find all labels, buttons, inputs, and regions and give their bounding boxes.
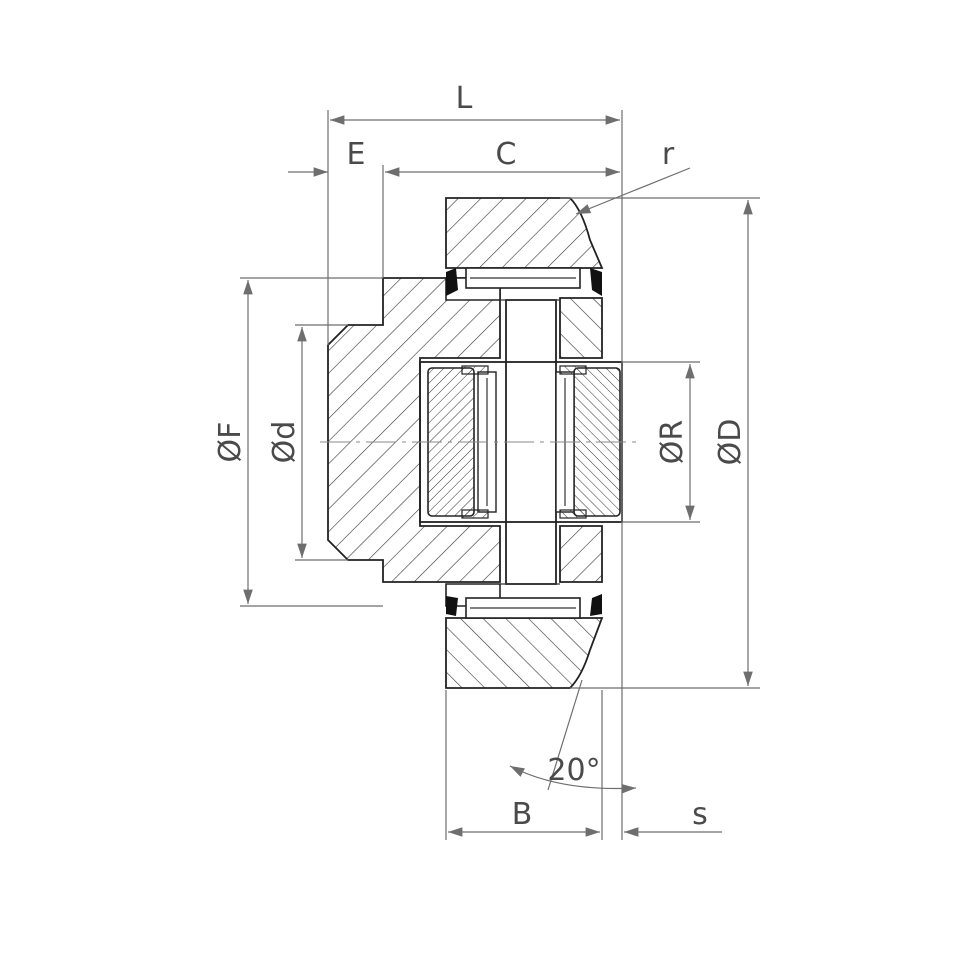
label-C: C (496, 137, 517, 172)
label-angle-20: 20° (547, 753, 600, 788)
label-E: E (347, 137, 366, 172)
seal-top-left (446, 268, 458, 296)
inner-ring-top (559, 297, 603, 359)
label-diameter-d: Ød (267, 421, 302, 464)
label-r: r (662, 137, 675, 172)
outer-ring-top (445, 197, 604, 269)
seal-top-right (590, 268, 602, 296)
label-diameter-F: ØF (213, 422, 248, 463)
label-B: B (512, 797, 533, 832)
label-L: L (456, 81, 473, 116)
label-diameter-D: ØD (713, 419, 748, 466)
inner-ring-bottom (559, 525, 603, 583)
seal-bottom-right (590, 594, 602, 616)
outer-ring-bottom (445, 617, 604, 689)
seal-bottom-left (446, 596, 458, 616)
stud-body (327, 277, 501, 583)
label-diameter-R: ØR (655, 420, 690, 464)
label-s: s (692, 797, 708, 832)
